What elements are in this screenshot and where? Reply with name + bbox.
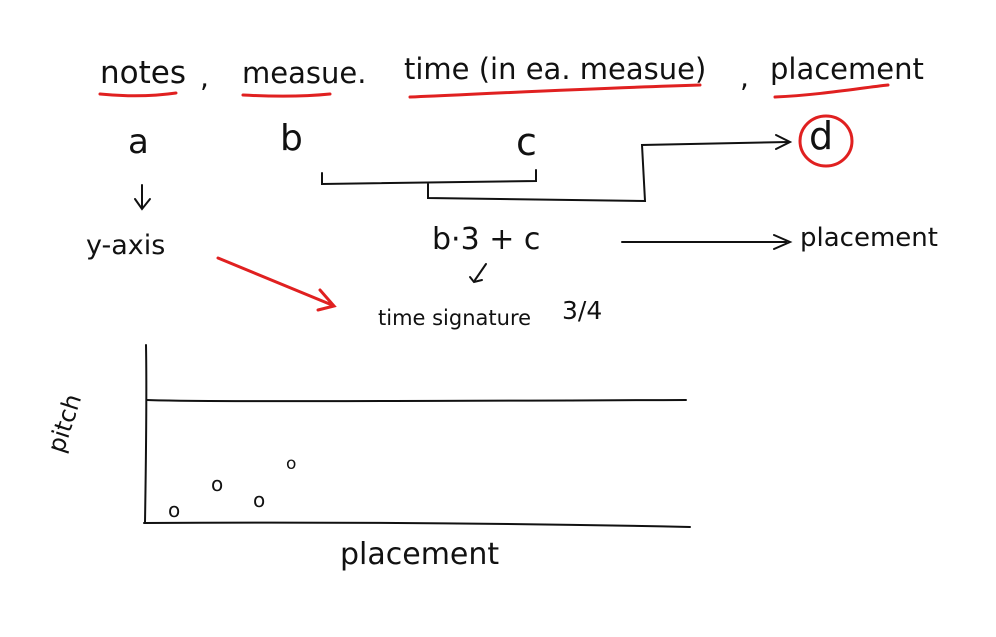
plot-note: o <box>211 472 224 496</box>
heading-measure: measue. <box>242 56 367 90</box>
plot-y-axis <box>144 344 148 523</box>
heading-time: time (in ea. measue) <box>404 52 707 86</box>
time-underline <box>408 83 702 99</box>
heading-notes: notes <box>100 55 186 91</box>
time-signature-label: time signature <box>378 306 532 330</box>
heading-placement: placement <box>770 52 924 86</box>
plot-note: o <box>253 488 266 512</box>
placement-underline <box>773 83 890 99</box>
bc-bracket <box>321 169 537 186</box>
formula-to-placement-arrow <box>621 234 793 250</box>
plot-xlabel-placement: placement <box>340 537 500 572</box>
plot-x-axis <box>143 521 691 528</box>
time-signature-value: 3/4 <box>562 296 603 325</box>
y-axis-label: y-axis <box>86 230 166 261</box>
d-arrowhead <box>775 134 793 150</box>
heading-comma-1: , <box>200 61 209 94</box>
bc-to-d-connector <box>427 141 789 203</box>
plot-top-line <box>146 399 687 403</box>
a-to-yaxis-arrow <box>134 184 151 211</box>
placement-result-label: placement <box>800 223 938 253</box>
placement-formula: b·3 + c <box>432 222 541 257</box>
variable-d: d <box>809 114 834 158</box>
notes-underline <box>98 91 178 98</box>
d-highlight-circle <box>798 114 854 168</box>
yaxis-red-arrow <box>216 256 337 312</box>
formula-to-timesig-arrow <box>469 263 487 284</box>
plot-note: o <box>286 454 297 474</box>
measure-underline <box>241 92 332 98</box>
variable-c: c <box>516 120 537 164</box>
heading-comma-2: , <box>740 61 749 94</box>
variable-a: a <box>128 122 149 162</box>
variable-b: b <box>280 118 303 159</box>
plot-note: o <box>168 498 181 522</box>
